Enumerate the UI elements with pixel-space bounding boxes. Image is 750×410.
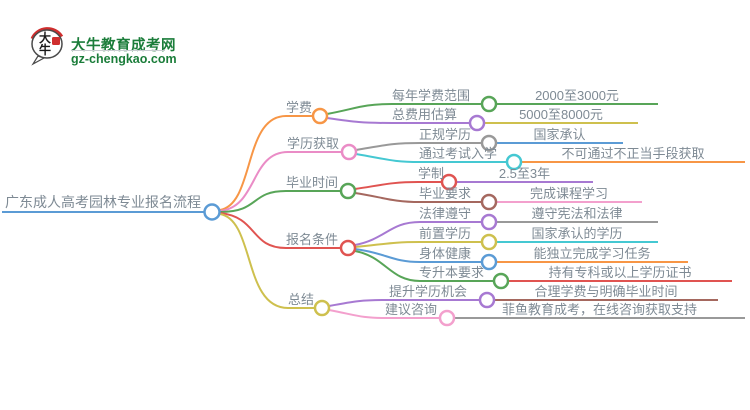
edge-graduation-requirement: [354, 192, 482, 203]
edge-graduation-time: [219, 190, 341, 213]
edge-prior-education: [354, 241, 482, 248]
node-circle-physical-health: [480, 253, 498, 271]
edge-total-cost-estimate: [326, 117, 470, 124]
node-circle-graduation-requirement: [480, 193, 498, 211]
edge-formal-degree: [355, 142, 482, 151]
edge-study-duration: [354, 181, 442, 190]
subnode-label-total-cost-estimate: 总费用估算: [392, 107, 458, 122]
subnode-label-degree-opportunity: 提升学历机会: [389, 284, 468, 299]
branch-label-graduation-time: 毕业时间: [285, 175, 338, 190]
edge-summary: [219, 213, 315, 309]
subnode-label-exam-admission: 通过考试入学: [419, 146, 498, 161]
value-degree-opportunity: 合理学费与明确毕业时间: [534, 284, 678, 299]
node-circle-total-cost-estimate: [468, 114, 486, 132]
edge-degree-opportunity: [328, 299, 480, 307]
logo-mark-graphic: [30, 27, 64, 66]
value-prior-education: 国家承认的学历: [531, 226, 623, 241]
value-annual-tuition-range: 2000至3000元: [535, 88, 619, 103]
value-upgrade-requirement: 持有专科或以上学历证书: [548, 265, 692, 280]
edge-law-compliance: [354, 221, 482, 246]
logo-characters: 大牛: [39, 31, 52, 57]
value-graduation-requirement: 完成课程学习: [529, 186, 608, 201]
edge-consultation-advice: [328, 309, 440, 319]
value-study-duration: 2.5至3年: [498, 166, 551, 181]
edge-physical-health: [354, 248, 482, 263]
value-total-cost-estimate: 5000至8000元: [519, 107, 603, 122]
root-node-label: 广东成人高考园林专业报名流程: [5, 194, 201, 210]
node-circle-graduation-time: [339, 182, 357, 200]
node-circle-prior-education: [480, 233, 498, 251]
value-physical-health: 能独立完成学习任务: [533, 246, 651, 261]
subnode-label-formal-degree: 正规学历: [419, 127, 472, 142]
node-circle-degree-opportunity: [478, 291, 496, 309]
edge-exam-admission: [355, 153, 507, 163]
subnode-label-annual-tuition-range: 每年学费范围: [392, 88, 471, 103]
value-consultation-advice: 菲鱼教育成考，在线咨询获取支持: [501, 302, 697, 317]
value-law-compliance: 遵守宪法和法律: [531, 206, 623, 221]
subnode-label-prior-education: 前置学历: [419, 226, 472, 241]
brand-divider: [71, 50, 165, 51]
edge-degree-acquisition: [219, 151, 342, 212]
branch-label-tuition: 学费: [285, 100, 312, 115]
node-circle-exam-admission: [505, 153, 523, 171]
node-circle-degree-acquisition: [340, 143, 358, 161]
brand-domain: gz-chengkao.com: [71, 52, 177, 66]
node-circle-tuition: [311, 107, 329, 125]
node-circle-study-duration: [440, 173, 458, 191]
branch-label-degree-acquisition: 学历获取: [286, 136, 339, 151]
edge-tuition: [219, 115, 313, 211]
subnode-label-upgrade-requirement: 专升本要求: [419, 265, 485, 280]
branch-label-summary: 总结: [287, 292, 314, 307]
node-circle-law-compliance: [480, 213, 498, 231]
node-circle-summary: [313, 299, 331, 317]
node-circle-upgrade-requirement: [492, 272, 510, 290]
edge-annual-tuition-range: [326, 103, 482, 115]
value-exam-admission: 不可通过不正当手段获取: [561, 146, 705, 161]
node-circle-registration-requirements: [339, 239, 357, 257]
logo-seal: [52, 37, 60, 45]
subnode-label-physical-health: 身体健康: [419, 246, 472, 261]
subnode-label-consultation-advice: 建议咨询: [385, 302, 438, 317]
node-circle-root: [203, 203, 221, 221]
site-logo[interactable]: 大牛 大牛教育成考网 gz-chengkao.com: [14, 12, 177, 66]
node-circle-consultation-advice: [438, 309, 456, 327]
logo-bubble-tail: [31, 55, 46, 66]
subnode-label-study-duration: 学制: [418, 166, 445, 181]
branch-label-registration-requirements: 报名条件: [285, 232, 338, 247]
node-circle-formal-degree: [480, 134, 498, 152]
edge-registration-requirements: [219, 212, 341, 249]
edge-upgrade-requirement: [354, 250, 494, 282]
node-circle-annual-tuition-range: [480, 95, 498, 113]
subnode-label-law-compliance: 法律遵守: [419, 206, 472, 221]
subnode-label-graduation-requirement: 毕业要求: [419, 186, 472, 201]
value-formal-degree: 国家承认: [533, 127, 586, 142]
